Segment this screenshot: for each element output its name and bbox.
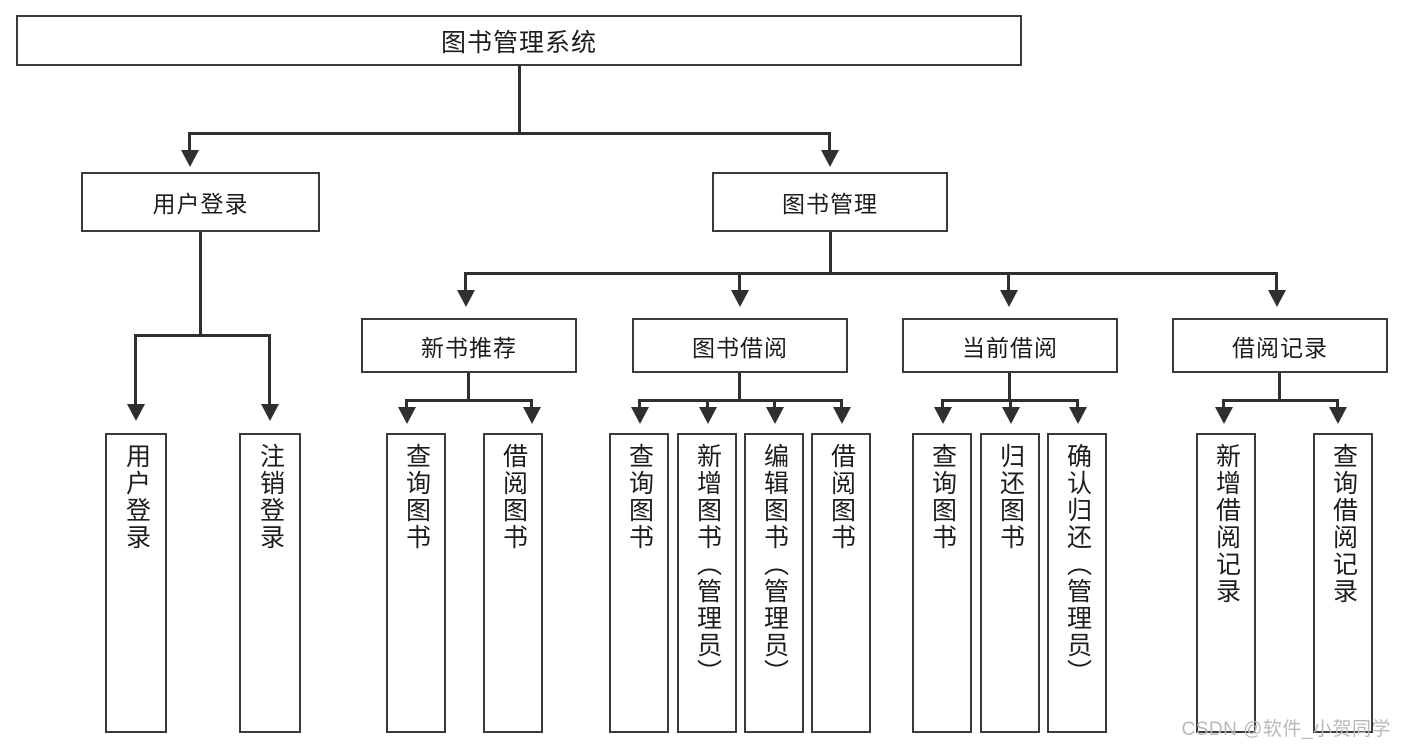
node-leaf-borrow-book-recommend-label: 借阅图书 xyxy=(499,443,528,551)
node-book-borrow-label: 图书借阅 xyxy=(692,334,788,361)
node-leaf-borrow-book-borrow-label: 借阅图书 xyxy=(827,443,856,551)
arrow-leaf-borrow-book-2 xyxy=(833,407,851,424)
node-new-book-recommend[interactable]: 新书推荐 xyxy=(361,318,577,373)
connector-cb-drop-3 xyxy=(1076,399,1079,409)
node-leaf-add-book[interactable]: 新增图书（管理员） xyxy=(677,433,737,733)
connector-level2-bus xyxy=(188,132,831,135)
connector-to-user-login xyxy=(188,132,191,152)
connector-nbr-drop-2 xyxy=(530,399,533,409)
node-user-login[interactable]: 用户登录 xyxy=(81,172,320,232)
node-leaf-add-borrow-record[interactable]: 新增借阅记录 xyxy=(1196,433,1256,733)
node-leaf-edit-book[interactable]: 编辑图书（管理员） xyxy=(744,433,804,733)
connector-user-login-bus xyxy=(134,334,271,337)
connector-book-borrow-stem xyxy=(738,373,741,401)
node-leaf-query-book-borrow[interactable]: 查询图书 xyxy=(609,433,669,733)
node-leaf-confirm-return-label: 确认归还（管理员） xyxy=(1063,443,1092,686)
node-book-manage-label: 图书管理 xyxy=(782,191,878,217)
connector-user-login-drop-1 xyxy=(134,334,137,406)
connector-br-drop-2 xyxy=(1336,399,1339,409)
arrow-to-user-login xyxy=(181,150,199,167)
arrow-to-book-borrow xyxy=(731,290,749,307)
connector-book-manage-stem xyxy=(829,232,832,274)
connector-new-book-recommend-bus xyxy=(405,399,533,402)
connector-book-borrow-bus xyxy=(638,399,843,402)
node-leaf-user-login-label: 用户登录 xyxy=(122,443,151,551)
arrow-leaf-add-book xyxy=(699,407,717,424)
node-current-borrow[interactable]: 当前借阅 xyxy=(902,318,1118,373)
arrow-leaf-add-record xyxy=(1215,407,1233,424)
node-leaf-query-book-recommend-label: 查询图书 xyxy=(402,443,431,551)
node-new-book-recommend-label: 新书推荐 xyxy=(421,334,517,361)
arrow-leaf-logout-login xyxy=(261,404,279,421)
connector-to-borrow-record xyxy=(1275,272,1278,292)
arrow-leaf-query-book-1 xyxy=(398,407,416,424)
connector-borrow-record-bus xyxy=(1222,399,1339,402)
node-leaf-add-book-label: 新增图书（管理员） xyxy=(693,443,722,686)
connector-level3-bus xyxy=(464,272,1278,275)
node-root-label: 图书管理系统 xyxy=(440,28,597,57)
node-leaf-return-book[interactable]: 归还图书 xyxy=(980,433,1040,733)
connector-user-login-drop-2 xyxy=(268,334,271,406)
arrow-leaf-query-book-2 xyxy=(631,407,649,424)
connector-borrow-record-stem xyxy=(1278,373,1281,401)
connector-to-book-borrow xyxy=(738,272,741,292)
connector-cb-drop-1 xyxy=(941,399,944,409)
connector-to-current-borrow xyxy=(1007,272,1010,292)
node-leaf-query-book-current-label: 查询图书 xyxy=(928,443,957,551)
arrow-leaf-query-record xyxy=(1329,407,1347,424)
watermark-text: CSDN @软件_小贺同学 xyxy=(1181,719,1391,740)
arrow-leaf-edit-book xyxy=(766,407,784,424)
arrow-leaf-confirm-return xyxy=(1069,407,1087,424)
node-borrow-record-label: 借阅记录 xyxy=(1232,334,1328,361)
arrow-to-borrow-record xyxy=(1268,290,1286,307)
node-root-system[interactable]: 图书管理系统 xyxy=(16,15,1022,66)
connector-to-book-manage xyxy=(828,132,831,152)
node-leaf-user-login[interactable]: 用户登录 xyxy=(105,433,167,733)
node-leaf-query-book-current[interactable]: 查询图书 xyxy=(912,433,972,733)
node-leaf-logout-login-label: 注销登录 xyxy=(256,443,285,551)
node-leaf-return-book-label: 归还图书 xyxy=(996,443,1025,551)
connector-to-new-book-recommend xyxy=(464,272,467,292)
node-book-manage[interactable]: 图书管理 xyxy=(712,172,948,232)
node-leaf-add-borrow-record-label: 新增借阅记录 xyxy=(1212,443,1241,605)
node-leaf-confirm-return[interactable]: 确认归还（管理员） xyxy=(1047,433,1107,733)
connector-bb-drop-1 xyxy=(638,399,641,409)
node-leaf-query-book-borrow-label: 查询图书 xyxy=(625,443,654,551)
node-user-login-label: 用户登录 xyxy=(152,191,249,217)
arrow-to-book-manage xyxy=(821,150,839,167)
connector-cb-drop-2 xyxy=(1009,399,1012,409)
node-leaf-logout-login[interactable]: 注销登录 xyxy=(239,433,301,733)
node-leaf-query-book-recommend[interactable]: 查询图书 xyxy=(386,433,446,733)
connector-root-stem xyxy=(518,66,521,134)
connector-user-login-stem xyxy=(199,232,202,336)
arrow-to-current-borrow xyxy=(1000,290,1018,307)
arrow-leaf-user-login xyxy=(127,404,145,421)
connector-bb-drop-3 xyxy=(773,399,776,409)
arrow-leaf-return-book xyxy=(1002,407,1020,424)
arrow-leaf-borrow-book-1 xyxy=(523,407,541,424)
node-current-borrow-label: 当前借阅 xyxy=(962,334,1058,361)
connector-bb-drop-2 xyxy=(706,399,709,409)
connector-br-drop-1 xyxy=(1222,399,1225,409)
node-borrow-record[interactable]: 借阅记录 xyxy=(1172,318,1388,373)
arrow-leaf-query-book-3 xyxy=(934,407,952,424)
node-book-borrow[interactable]: 图书借阅 xyxy=(632,318,848,373)
connector-current-borrow-stem xyxy=(1008,373,1011,401)
node-leaf-edit-book-label: 编辑图书（管理员） xyxy=(760,443,789,686)
arrow-to-new-book-recommend xyxy=(457,290,475,307)
node-leaf-borrow-book-borrow[interactable]: 借阅图书 xyxy=(811,433,871,733)
node-leaf-query-borrow-record-label: 查询借阅记录 xyxy=(1329,443,1358,605)
node-leaf-borrow-book-recommend[interactable]: 借阅图书 xyxy=(483,433,543,733)
connector-bb-drop-4 xyxy=(840,399,843,409)
connector-new-book-recommend-stem xyxy=(467,373,470,401)
node-leaf-query-borrow-record[interactable]: 查询借阅记录 xyxy=(1313,433,1373,733)
connector-nbr-drop-1 xyxy=(405,399,408,409)
